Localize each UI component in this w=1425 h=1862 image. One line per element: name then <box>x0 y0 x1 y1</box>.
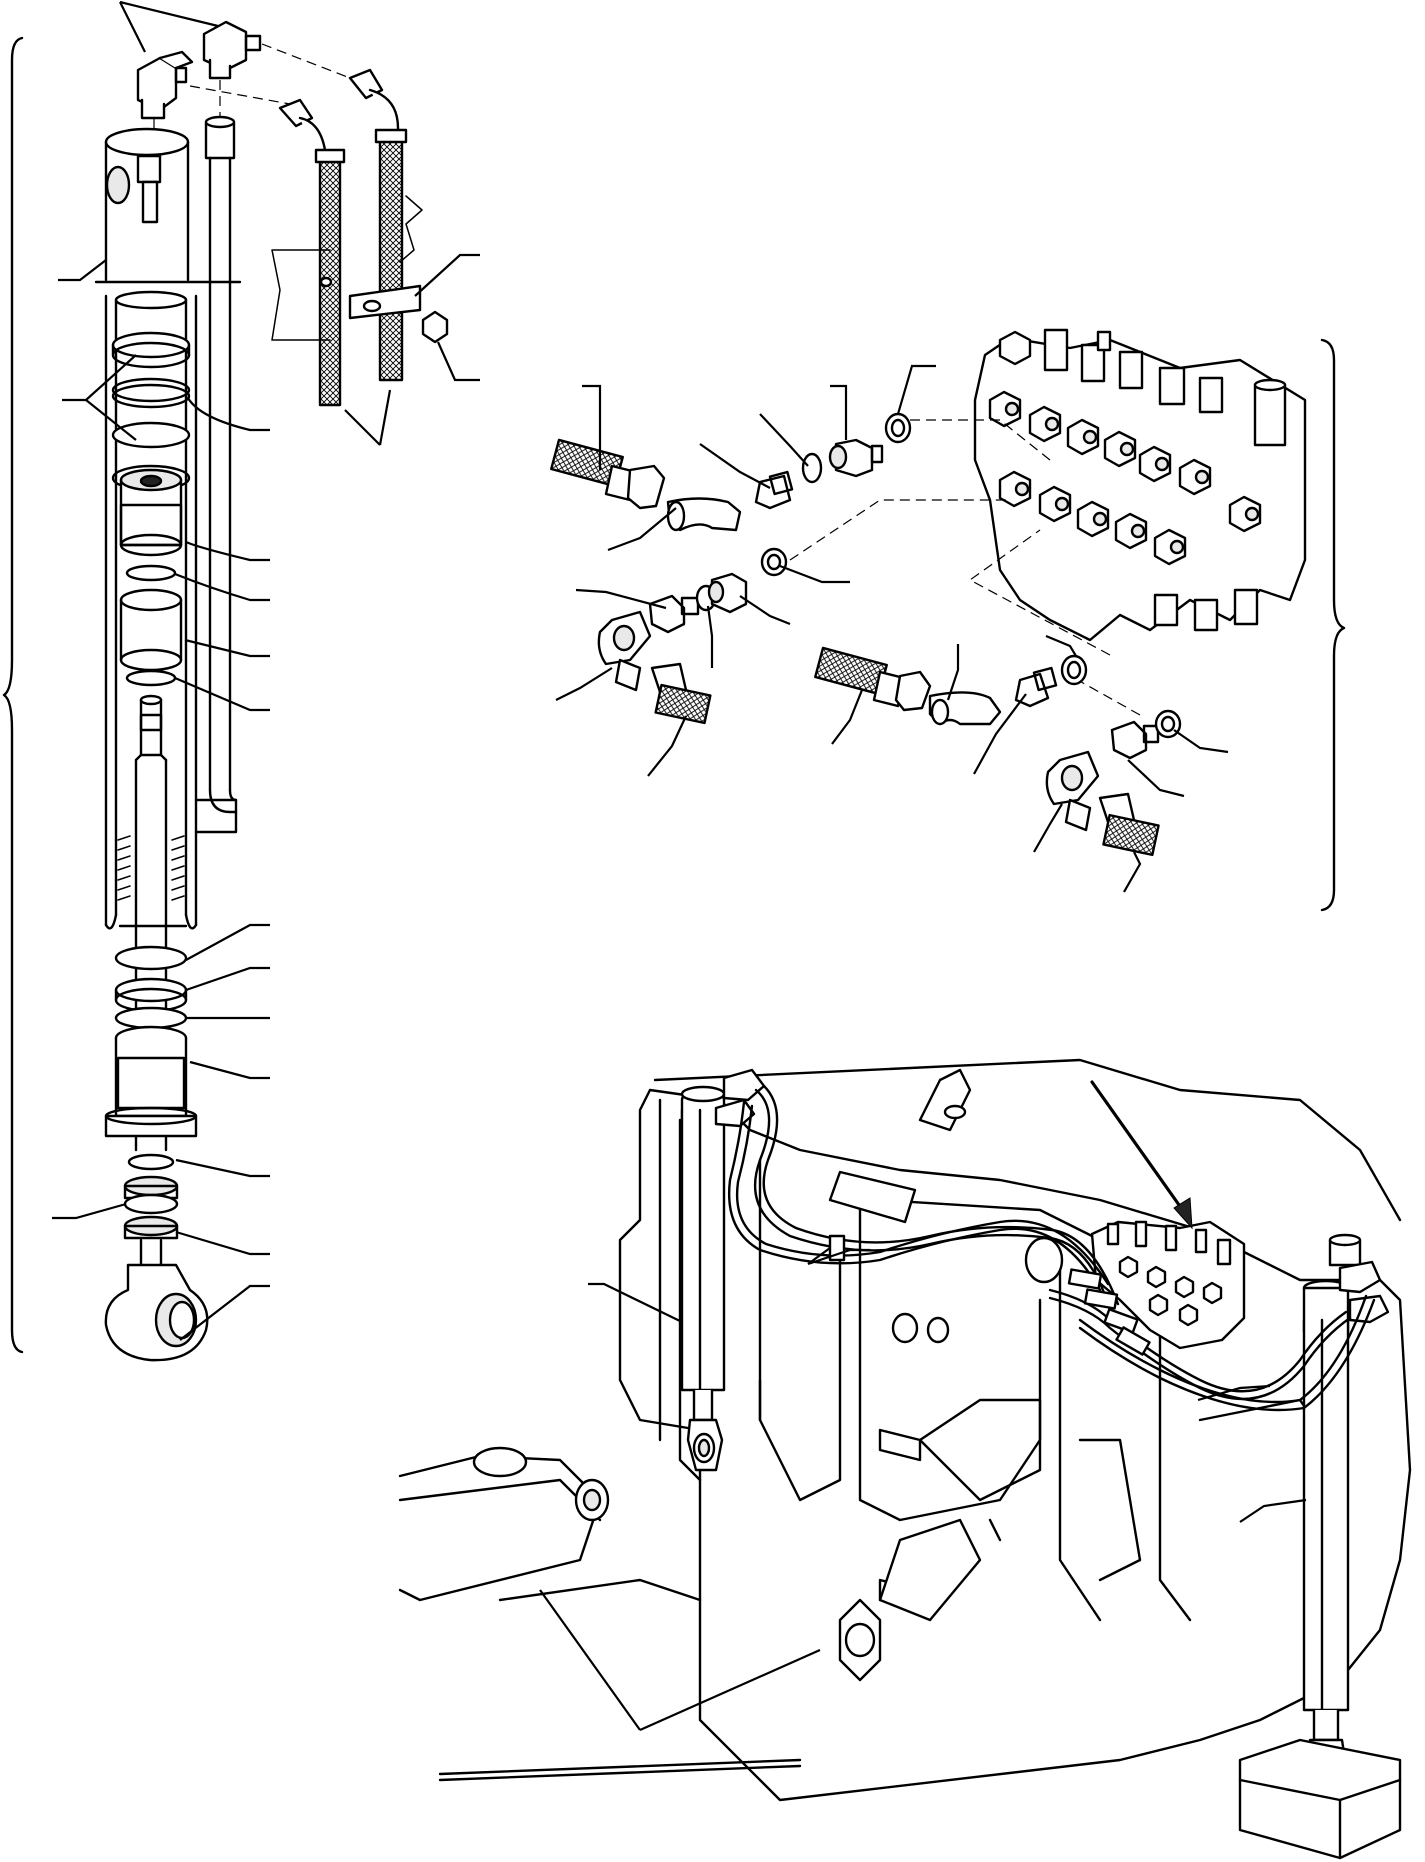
piston-internals <box>111 331 191 1152</box>
dash-hose-a <box>189 85 291 105</box>
valve-arrow <box>1090 1080 1186 1214</box>
installed-control-valve <box>1090 1080 1246 1350</box>
rigid-tube <box>194 115 238 834</box>
installed-assembly-view <box>398 1058 1412 1860</box>
leader-hoses <box>344 389 392 446</box>
control-valve-block <box>973 328 1307 642</box>
exploded-cylinder-view <box>2 0 480 1362</box>
elbow-fitting-b <box>202 20 262 80</box>
installed-cylinder-left <box>680 1068 766 1472</box>
valve-callout-leaders <box>555 364 1229 893</box>
leader-elbows <box>119 0 219 53</box>
group-brace-left <box>2 36 24 1354</box>
valve-arrow-head <box>1173 1197 1193 1230</box>
swing-boom <box>398 1446 982 1782</box>
fitting-row-4 <box>1045 709 1182 857</box>
dash-hose-b <box>261 43 351 79</box>
leader-nut <box>436 341 480 382</box>
hose-assembly <box>271 68 480 446</box>
group-brace-right <box>1320 338 1346 912</box>
fitting-row-2 <box>597 547 788 725</box>
installed-cylinder-right <box>1238 1260 1402 1860</box>
fitting-row-1 <box>550 412 912 532</box>
elbow-fitting-a <box>136 50 194 120</box>
leader-clip <box>414 253 480 297</box>
rod-eye <box>104 1263 209 1362</box>
guide-line-3 <box>968 529 1111 656</box>
guide-line-2 <box>789 499 1010 561</box>
gland-and-seals <box>104 945 198 1272</box>
cylinder-barrel <box>94 127 242 930</box>
guide-line-1 <box>910 419 1051 461</box>
fitting-row-3 <box>814 646 1088 726</box>
machine-frame <box>618 1058 1412 1802</box>
installed-hoses <box>588 1084 1376 1523</box>
left-callout-leaders <box>52 259 270 1341</box>
control-valve-fittings-view <box>550 328 1346 912</box>
